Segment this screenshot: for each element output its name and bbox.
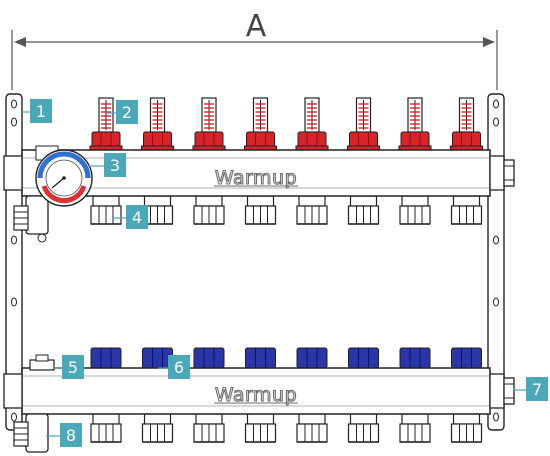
outlet-fitting: [141, 413, 174, 443]
lower-brand-logo: Warmup: [215, 384, 297, 406]
outlet-fitting: [399, 195, 431, 225]
callout-label: 1: [36, 102, 46, 121]
outlet-fitting: [296, 413, 328, 443]
return-valve: [348, 347, 379, 369]
upper-end-cap: [489, 155, 515, 191]
callout-4: 4: [126, 205, 148, 229]
callout-leader-lines: [22, 111, 526, 437]
callout-badges: 1 2 3 4 5 6 7 8: [30, 99, 548, 447]
return-valve: [193, 347, 225, 369]
callout-label: 2: [122, 103, 132, 122]
outlet-fitting: [296, 195, 328, 225]
flow-meter: [347, 97, 380, 153]
outlet-fitting: [244, 195, 277, 225]
flow-meter: [192, 97, 226, 153]
outlet-fitting: [90, 195, 122, 225]
return-valve: [245, 347, 276, 369]
lower-end-cap: [489, 373, 515, 409]
flow-meter: [295, 97, 329, 153]
outlet-fitting: [193, 195, 225, 225]
flow-meter: [244, 97, 277, 153]
flow-meter: [89, 97, 123, 153]
outlet-fitting: [399, 413, 431, 443]
callout-label: 8: [66, 426, 76, 445]
temperature-gauge: [35, 145, 93, 207]
callout-label: 6: [174, 358, 184, 377]
dimension-a: A: [11, 9, 498, 90]
outlet-fitting: [450, 413, 483, 443]
callout-8: 8: [60, 423, 82, 447]
return-valve: [296, 347, 328, 369]
upper-left-fitting: [3, 155, 49, 243]
upper-outlet-fittings: [90, 195, 483, 225]
outlet-fitting: [347, 413, 380, 443]
return-valve: [399, 347, 431, 369]
outlet-fitting: [193, 413, 225, 443]
callout-6: 6: [168, 355, 190, 379]
lower-manifold-bar: Warmup: [21, 367, 491, 415]
callout-2: 2: [116, 100, 138, 124]
upper-brand-logo: Warmup: [215, 167, 297, 189]
return-valve: [451, 347, 482, 369]
lower-outlet-fittings: [90, 413, 483, 443]
outlet-fitting: [450, 195, 483, 225]
flow-meter: [141, 97, 174, 153]
outlet-fitting: [141, 195, 174, 225]
return-valve: [90, 347, 122, 369]
return-valves: [90, 347, 482, 369]
callout-label: 5: [68, 358, 78, 377]
lower-left-fitting: [3, 354, 55, 453]
callout-7: 7: [526, 377, 548, 401]
upper-manifold-bar: Warmup: [21, 149, 491, 197]
callout-label: 4: [132, 208, 142, 227]
flow-meter: [398, 97, 432, 153]
outlet-fitting: [244, 413, 277, 443]
outlet-fitting: [347, 195, 380, 225]
flow-meters: [89, 97, 483, 153]
callout-label: 7: [532, 380, 542, 399]
callout-5: 5: [62, 355, 84, 379]
outlet-fitting: [90, 413, 122, 443]
callout-3: 3: [104, 153, 126, 177]
dimension-label: A: [246, 9, 267, 44]
callout-label: 3: [110, 156, 120, 175]
callout-1: 1: [30, 99, 52, 123]
flow-meter: [450, 97, 483, 153]
